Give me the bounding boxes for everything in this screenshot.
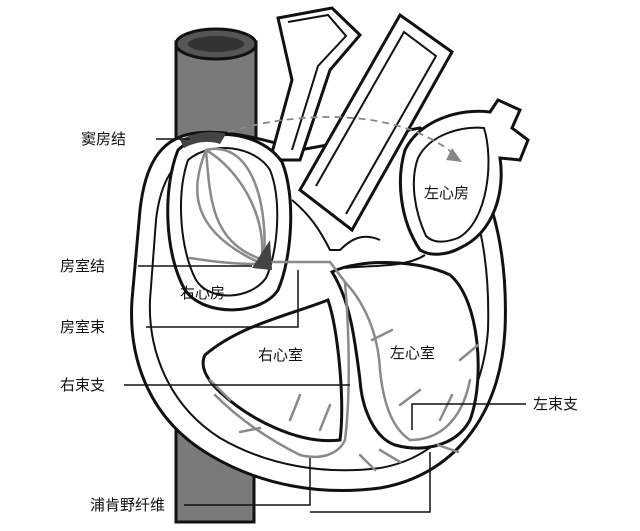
sa-node-label: 窦房结 (81, 130, 126, 148)
left-atrium-wall (400, 100, 528, 254)
left-ventricle-label: 左心室 (390, 344, 435, 362)
right-bundle-branch-label: 右束支 (60, 376, 105, 394)
right-atrium-label: 右心房 (180, 284, 225, 302)
left-atrium-label: 左心房 (424, 184, 469, 202)
av-node-label: 房室结 (60, 257, 105, 275)
purkinje-fibers-label: 浦肯野纤维 (90, 496, 165, 514)
right-ventricle-label: 右心室 (258, 346, 303, 364)
av-bundle-label: 房室束 (60, 318, 105, 336)
left-bundle-branch-label: 左束支 (533, 395, 578, 413)
